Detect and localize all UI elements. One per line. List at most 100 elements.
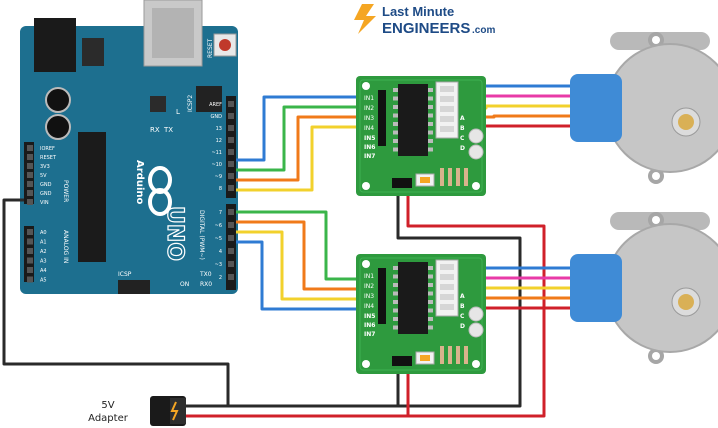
connector-pin	[440, 86, 454, 92]
header-pin	[27, 145, 33, 151]
wire-pin10-driver1-in2	[236, 105, 384, 172]
resistor	[456, 346, 460, 364]
header-pin	[27, 154, 33, 160]
pin-label: 12	[216, 138, 222, 144]
header-pin	[228, 248, 234, 254]
icsp2-header	[196, 86, 222, 112]
power-header	[392, 356, 412, 366]
header-pin	[228, 222, 234, 228]
led-label-l: L	[176, 108, 180, 116]
rx-pin-label: RX0	[200, 281, 212, 288]
chip-leg	[428, 139, 433, 143]
wire-pin5-driver2-in3	[236, 230, 384, 301]
chip-leg	[428, 325, 433, 330]
brand-logo: Last Minute ENGINEERS .com	[354, 4, 495, 37]
resistor	[464, 346, 468, 364]
pin-label: 7	[219, 210, 222, 216]
mount-hole	[652, 216, 660, 224]
resistor	[440, 168, 444, 186]
header-pin	[228, 173, 234, 179]
icsp-label: ICSP	[118, 271, 132, 278]
led-label-rx: RX	[150, 126, 160, 134]
led-label: C	[460, 135, 465, 142]
pin-label: 3V3	[40, 164, 50, 170]
adapter-bolt-icon	[170, 401, 179, 421]
pin-label: GND	[40, 182, 52, 188]
mount-hole	[362, 360, 370, 368]
header-pin	[27, 248, 33, 254]
small-chip	[150, 96, 166, 112]
mount-hole	[652, 352, 660, 360]
chip-leg	[393, 105, 398, 109]
pin-label: VIN	[40, 200, 49, 206]
chip-leg	[393, 274, 398, 279]
voltage-regulator	[82, 38, 104, 66]
pin-label: A4	[40, 268, 47, 274]
driver-input-label: IN3	[364, 115, 374, 122]
stepper-motor-2	[570, 212, 718, 364]
pin-label: IOREF	[40, 146, 55, 152]
brand-suffix: .com	[472, 25, 495, 36]
pin-label: A0	[40, 230, 47, 236]
chip-leg	[393, 139, 398, 143]
chip-leg	[428, 266, 433, 270]
resistor	[456, 168, 460, 186]
usb-inner	[152, 8, 194, 58]
chip-leg	[428, 274, 433, 279]
mount-hole	[362, 260, 370, 268]
chip-leg	[393, 130, 398, 135]
status-led	[468, 306, 484, 322]
connector-pin	[440, 126, 454, 132]
pin-label: A2	[40, 249, 47, 255]
chip-leg	[428, 88, 433, 92]
led-label: A	[460, 293, 465, 300]
header-pin	[27, 181, 33, 187]
motor-body	[605, 43, 718, 173]
arduino-board: RESET ICSP2 L TX RX Arduino UNO IOREFRES…	[20, 0, 238, 294]
pin-label: ~6	[215, 223, 222, 229]
header-pin	[228, 185, 234, 191]
mount-hole	[652, 36, 660, 44]
digital-header-top	[226, 96, 236, 198]
chip-leg	[428, 113, 433, 118]
on-label: ON	[180, 281, 189, 288]
jumper-cap	[420, 177, 430, 183]
mount-hole	[472, 360, 480, 368]
driver-aux-label: IN7	[364, 331, 375, 338]
wire-pin8-driver1-in4	[236, 125, 384, 192]
pin-label: 8	[219, 186, 222, 192]
pin-label: 4	[219, 249, 222, 255]
chip-leg	[393, 266, 398, 270]
wire-driver1-vcc	[186, 190, 546, 418]
chip-leg	[428, 283, 433, 287]
pin-label: ~5	[215, 236, 222, 242]
driver-input-label: IN4	[364, 303, 374, 310]
reset-button-cap[interactable]	[219, 39, 231, 51]
board-pcb	[20, 26, 238, 294]
connector-pin	[440, 106, 454, 112]
header-pin	[27, 257, 33, 264]
header-pin	[228, 261, 234, 267]
icsp2-label: ICSP2	[187, 95, 194, 112]
driver-aux-label: IN7	[364, 153, 375, 160]
pin-label: AREF	[209, 102, 222, 108]
header-pin	[27, 172, 33, 178]
motor-shaft	[678, 114, 694, 130]
chip-leg	[393, 122, 398, 126]
header-pin	[27, 190, 33, 196]
chip-leg	[393, 283, 398, 287]
led-label: B	[460, 125, 465, 132]
barrel-jack	[34, 18, 76, 72]
driver-input-label: IN1	[364, 95, 374, 102]
jumper-cap	[420, 355, 430, 361]
pin-label: A5	[40, 278, 47, 284]
driver-input-label: IN2	[364, 105, 374, 112]
header-pin	[228, 125, 234, 131]
header-pin	[228, 161, 234, 167]
